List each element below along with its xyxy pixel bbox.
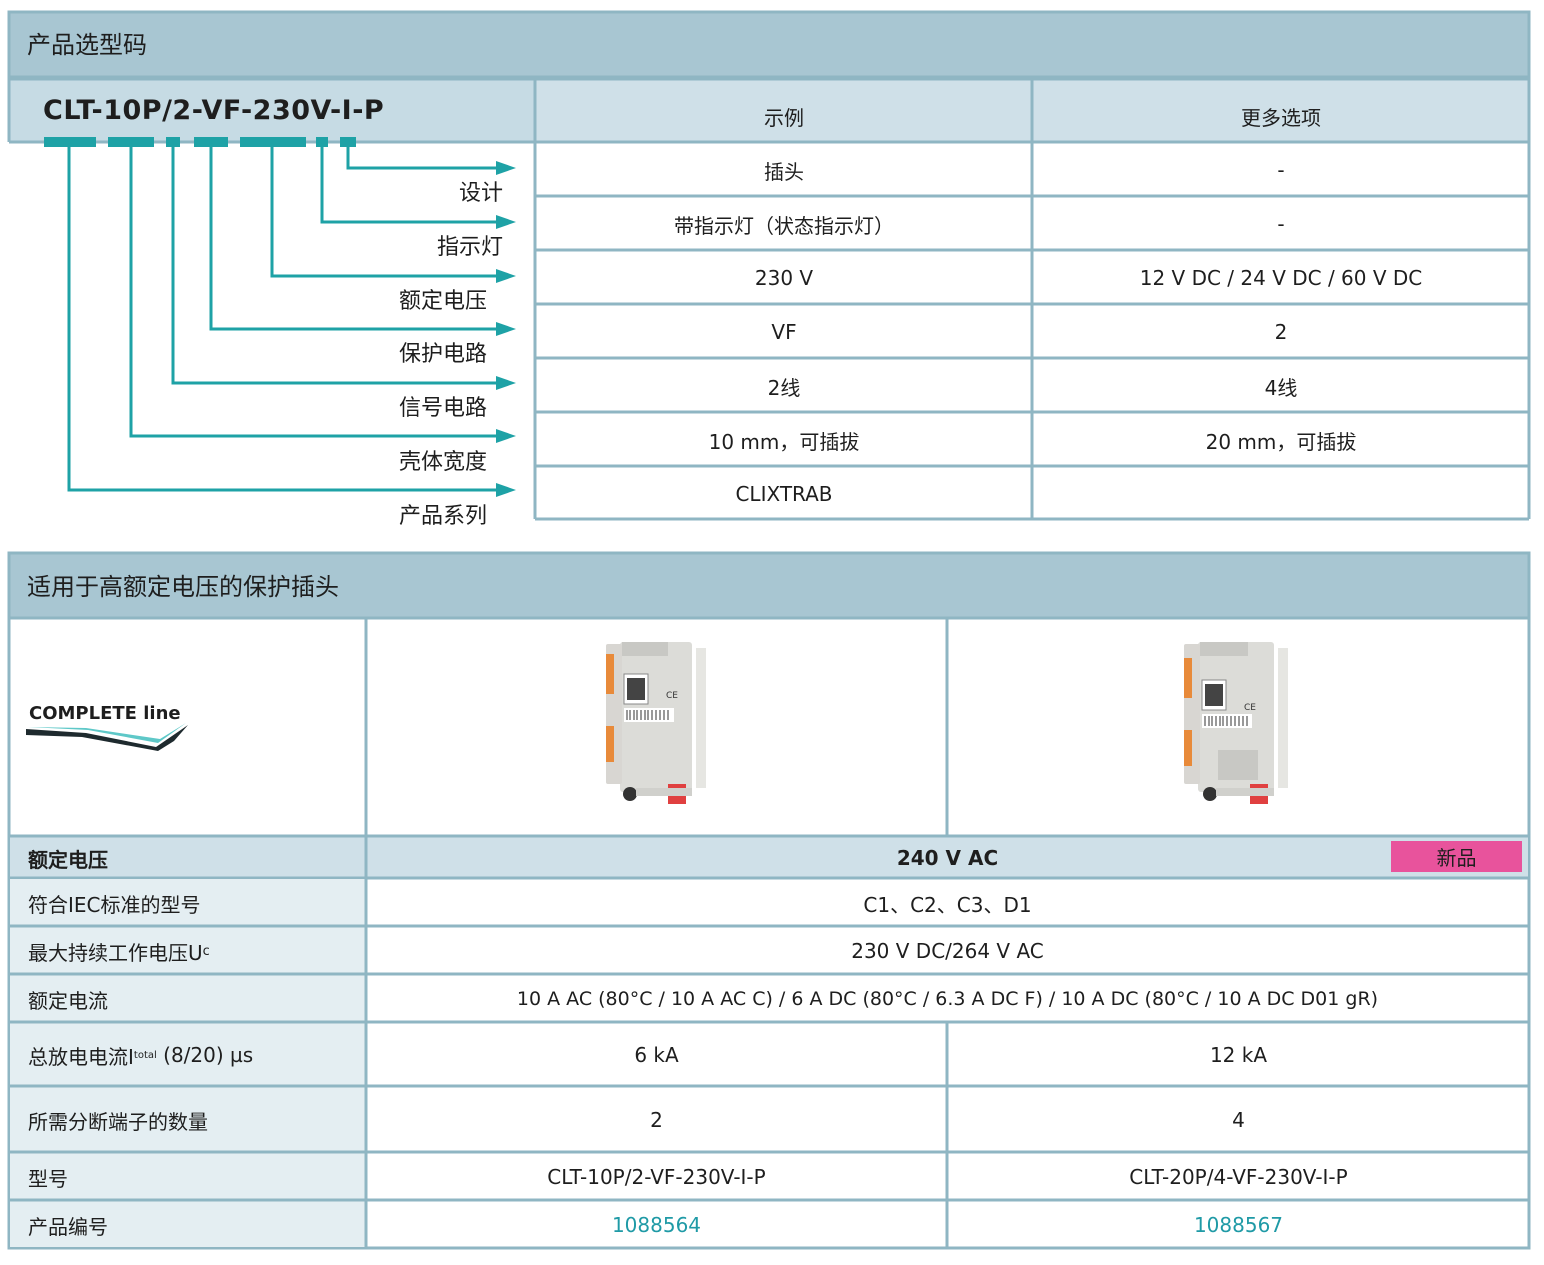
section2-header: 适用于高额定电压的保护插头 — [9, 553, 1529, 618]
max-voltage-label-sub: c — [202, 943, 210, 959]
col-header-more-options: 更多选项 — [1241, 105, 1321, 130]
spec-grid — [7, 551, 1531, 1250]
more-protection-circuit: 2 — [1274, 320, 1288, 344]
example-product-series: CLIXTRAB — [735, 481, 833, 506]
example-indicator: 带指示灯（状态指示灯） — [674, 213, 894, 238]
max-voltage-label-text: 最大持续工作电压U — [28, 940, 203, 965]
total-discharge-label-sub: total — [133, 1049, 157, 1061]
section2-title: 适用于高额定电压的保护插头 — [27, 573, 339, 601]
example-protection-circuit: VF — [771, 320, 797, 344]
label-protection-circuit: 保护电路 — [398, 342, 487, 367]
section1-title: 产品选型码 — [27, 31, 147, 59]
logo-text: COMPLETE line — [29, 703, 181, 724]
code-header-cell: CLT-10P/2-VF-230V-I-P — [9, 79, 535, 142]
label-housing-width: 壳体宽度 — [398, 450, 487, 475]
terminals-value-2: 4 — [1232, 1108, 1245, 1132]
model-value-1: CLT-10P/2-VF-230V-I-P — [547, 1165, 766, 1189]
label-product-series: 产品系列 — [398, 504, 487, 529]
more-design: - — [1277, 158, 1285, 182]
total-discharge-value-1: 6 kA — [634, 1043, 679, 1067]
total-discharge-label-text: 总放电电流I — [28, 1044, 134, 1069]
svg-text:CE: CE — [1244, 703, 1256, 713]
more-rated-voltage: 12 V DC / 24 V DC / 60 V DC — [1139, 266, 1423, 290]
label-signal-circuit: 信号电路 — [398, 396, 487, 421]
iec-type-label: 符合IEC标准的型号 — [28, 892, 201, 917]
total-discharge-label-post: (8/20) µs — [156, 1043, 254, 1067]
col-header-example: 示例 — [764, 105, 804, 130]
terminals-value-1: 2 — [650, 1108, 663, 1132]
rated-voltage-value: 240 V AC — [896, 846, 999, 870]
product-image-clt-10p: CE — [606, 642, 706, 804]
more-housing-width: 20 mm，可插拔 — [1205, 429, 1357, 454]
complete-line-logo: COMPLETE line — [26, 703, 196, 755]
part-number-label: 产品编号 — [28, 1214, 108, 1239]
code-label: CLT-10P/2-VF-230V-I-P — [43, 95, 385, 126]
part-number-link-1[interactable]: 1088564 — [611, 1213, 702, 1237]
model-value-2: CLT-20P/4-VF-230V-I-P — [1129, 1165, 1348, 1189]
example-housing-width: 10 mm，可插拔 — [708, 429, 860, 454]
logo-swoosh-icon — [26, 723, 188, 751]
example-signal-circuit: 2线 — [767, 375, 801, 400]
product-image-clt-20p: CE — [1184, 642, 1288, 804]
label-design: 设计 — [458, 181, 503, 206]
label-rated-voltage: 额定电压 — [398, 289, 487, 314]
svg-text:CE: CE — [666, 691, 678, 701]
total-discharge-value-2: 12 kA — [1209, 1043, 1268, 1067]
max-voltage-value: 230 V DC/264 V AC — [851, 939, 1044, 963]
example-rated-voltage: 230 V — [754, 266, 814, 290]
more-product-series — [1034, 468, 1528, 519]
iec-type-value: C1、C2、C3、D1 — [863, 892, 1032, 917]
more-signal-circuit: 4线 — [1264, 375, 1298, 400]
label-indicator: 指示灯 — [436, 235, 503, 260]
example-design: 插头 — [764, 159, 804, 184]
rated-current-label: 额定电流 — [28, 988, 108, 1013]
rated-current-value: 10 A AC (80°C / 10 A AC C) / 6 A DC (80°… — [516, 988, 1379, 1010]
new-badge: 新品 — [1391, 841, 1522, 872]
model-label: 型号 — [28, 1166, 68, 1191]
more-indicator: - — [1277, 212, 1285, 236]
terminals-label: 所需分断端子的数量 — [28, 1109, 208, 1134]
selection-grid — [7, 10, 1531, 521]
rated-voltage-label: 额定电压 — [28, 847, 108, 872]
section1-header: 产品选型码 — [9, 12, 1529, 77]
part-number-link-2[interactable]: 1088567 — [1193, 1213, 1284, 1237]
